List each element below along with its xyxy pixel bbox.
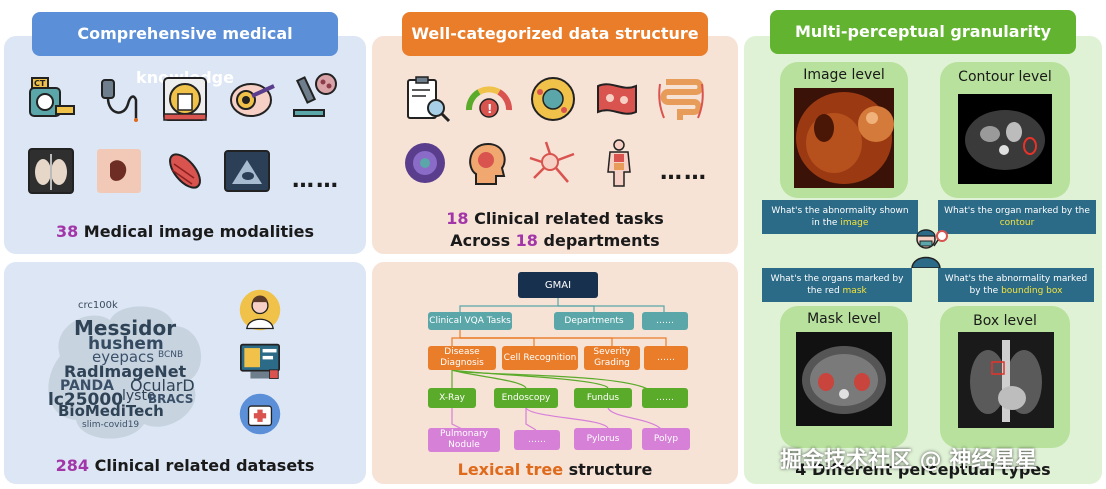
endoscopy-image — [794, 88, 894, 188]
svg-text:CT: CT — [34, 79, 46, 88]
mask-ct-image — [796, 332, 892, 426]
cloud-word: crc100k — [78, 300, 118, 311]
tree-node-level3: …… — [642, 388, 688, 408]
tissue-section-icon — [597, 83, 637, 115]
contour-level-title: Contour level — [958, 69, 1052, 85]
image-level-title: Image level — [803, 67, 885, 83]
tree-node-level2: …… — [644, 346, 688, 370]
box-xray-image — [958, 332, 1054, 428]
intestine-icon — [658, 79, 704, 120]
cloud-word: PANDA — [60, 378, 114, 394]
svg-text:!: ! — [487, 102, 492, 116]
mri-machine-icon — [163, 77, 207, 121]
microscope-icon — [293, 73, 337, 117]
severity-gauge-icon: ! — [466, 86, 512, 118]
datasets-caption: 284 Clinical related datasets — [55, 456, 315, 475]
cloud-word: OcularD — [130, 376, 195, 395]
tree-node-level3: Endoscopy — [494, 388, 558, 408]
departments-caption: Across 18 departments — [450, 231, 660, 250]
cloud-word: lc25000 — [48, 390, 124, 410]
tree-node-level1: Departments — [554, 312, 634, 330]
anatomy-body-icon — [607, 139, 631, 187]
cloud-word: RadImageNet — [64, 362, 187, 381]
chest-xray-icon — [28, 148, 74, 194]
cell-icon — [531, 77, 575, 121]
muscle-tissue-icon — [169, 153, 201, 189]
ct-scanner-icon: CT — [29, 77, 75, 117]
tree-connectors — [451, 298, 667, 431]
tree-node-level4: Polyp — [642, 428, 690, 450]
watermark: 掘金技术社区 @ 神经星星 — [780, 448, 1038, 473]
tree-node-level1: …… — [642, 312, 688, 330]
box-level-title: Box level — [973, 313, 1037, 329]
question-box-level: What's the abnormality marked by the bou… — [938, 268, 1094, 302]
clipboard-search-icon — [407, 76, 451, 123]
head-brain-icon — [469, 142, 506, 185]
mask-level-title: Mask level — [807, 311, 881, 327]
pathology-stain-icon — [405, 143, 445, 183]
granularity-header: Multi-perceptual granularity — [770, 10, 1076, 54]
tree-root-node: GMAI — [518, 272, 598, 298]
more-modalities: …… — [292, 168, 340, 193]
knowledge-header: Comprehensive medical knowledge — [32, 12, 338, 87]
eye-exam-icon — [230, 83, 275, 117]
tree-node-level2: Cell Recognition — [502, 346, 578, 370]
cloud-word: slim-covid19 — [82, 420, 140, 430]
tree-node-level4: …… — [514, 430, 560, 450]
endoscope-icon — [101, 79, 138, 122]
tree-node-level1: Clinical VQA Tasks — [428, 312, 512, 330]
tree-node-level2: Severity Grading — [584, 346, 640, 370]
medical-monitor-icon — [240, 343, 280, 379]
cloud-word: lysto — [122, 388, 156, 404]
tree-node-level3: X-Ray — [428, 388, 476, 408]
cloud-word: BioMediTech — [58, 402, 164, 420]
contour-ct-image — [958, 94, 1052, 184]
doctor-icon — [911, 229, 948, 268]
cloud-word: BRACS — [148, 392, 194, 406]
structure-header: Well-categorized data structure — [402, 12, 708, 56]
neuron-icon — [529, 141, 575, 183]
cloud-word: BCNB — [158, 350, 184, 360]
dataset-word-cloud — [48, 306, 202, 439]
cloud-word: hushem — [88, 334, 164, 354]
granularity-caption: 4 Different perceptual types — [795, 460, 1051, 479]
tree-node-level4: Pylorus — [574, 428, 632, 450]
modalities-caption: 38 Medical image modalities — [55, 222, 315, 241]
tree-node-level2: Disease Diagnosis — [428, 346, 496, 370]
question-image-level: What's the abnormality shown in the imag… — [762, 200, 918, 234]
cloud-word: Messidor — [74, 316, 177, 340]
tasks-caption: 18 Clinical related tasks — [446, 209, 664, 228]
more-tasks: …… — [660, 160, 708, 185]
doctor-avatar-icon — [239, 289, 281, 331]
ultrasound-icon — [224, 150, 270, 192]
question-mask-level: What's the organs marked by the red mask — [762, 268, 912, 302]
medical-kit-icon — [239, 393, 281, 435]
dermatology-lesion-icon — [97, 149, 141, 193]
modalities-panel — [4, 36, 366, 254]
lexical-tree-caption: Lexical tree structure — [457, 460, 653, 479]
tree-node-level4: Pulmonary Nodule — [428, 428, 500, 452]
cloud-word: eyepacs — [92, 348, 155, 366]
tree-node-level3: Fundus — [574, 388, 632, 408]
question-contour-level: What's the organ marked by the contour — [938, 200, 1096, 234]
